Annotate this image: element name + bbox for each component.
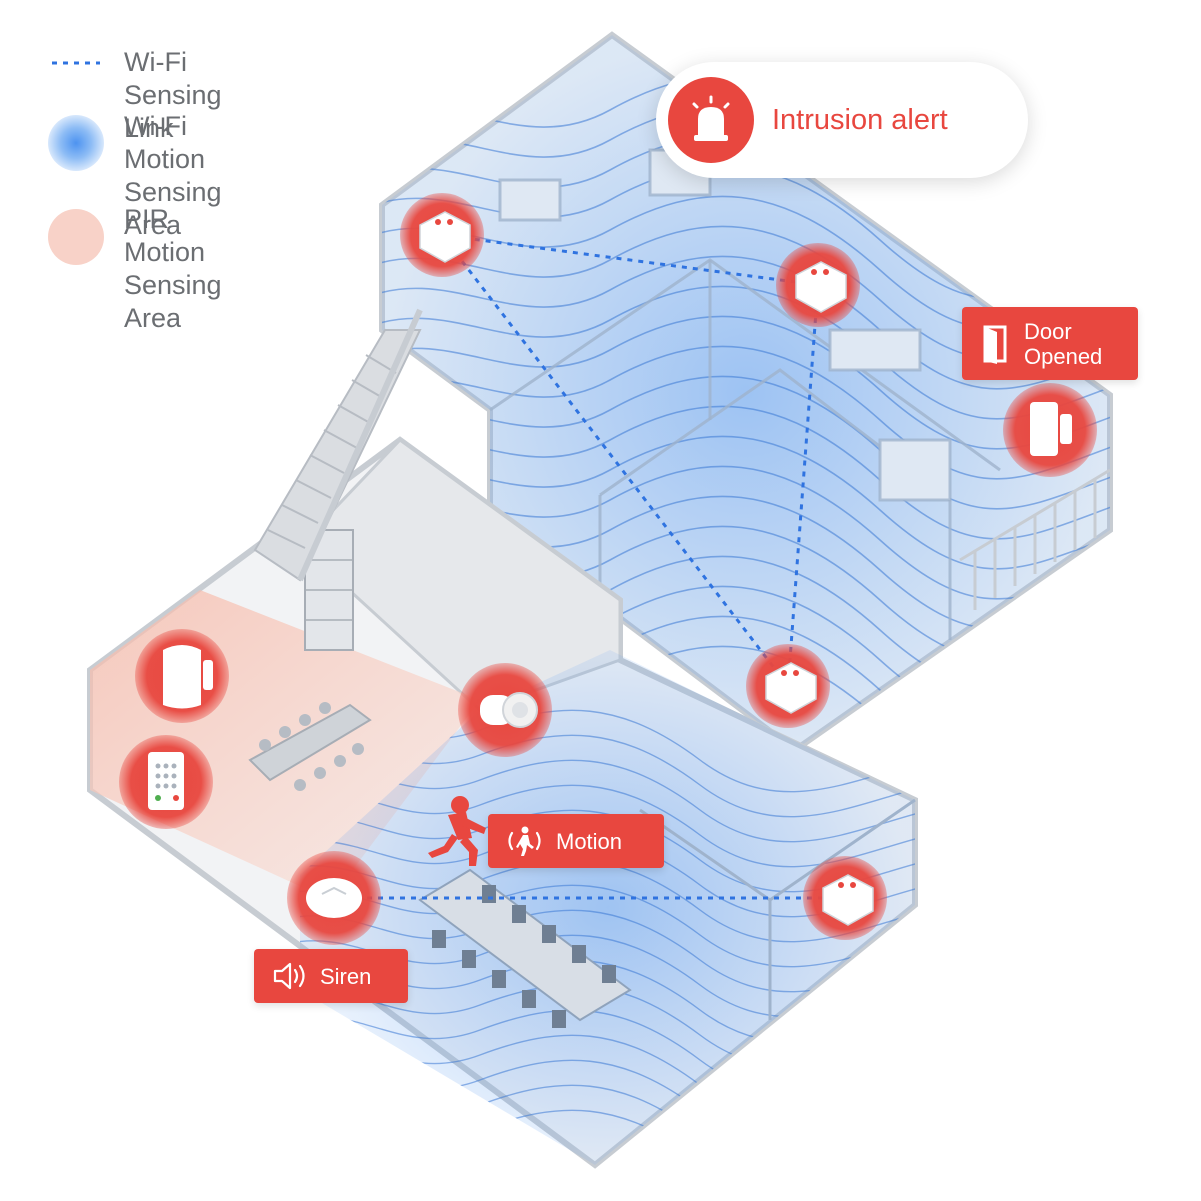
door-tag-line1: Door <box>1024 318 1072 344</box>
alert-icon-circle <box>668 77 754 163</box>
siren-light-icon <box>692 95 730 141</box>
door-icon <box>983 325 1007 364</box>
intrusion-alert-label: Intrusion alert <box>772 103 948 136</box>
legend-symbols <box>48 61 104 265</box>
wifi-plug-sensor-4 <box>803 856 887 940</box>
siren-device <box>287 851 381 945</box>
wifi-plug-sensor-1 <box>400 193 484 277</box>
intruder-figure <box>428 796 486 866</box>
legend-wifi-swatch <box>48 115 104 171</box>
legend-pir-swatch <box>48 209 104 265</box>
legend-link-row: Wi-Fi Sensing Link <box>124 46 222 145</box>
keypad-sensor <box>119 735 213 829</box>
staircase <box>253 308 423 582</box>
speaker-icon <box>273 962 305 990</box>
motion-tag-label: Motion <box>556 828 623 854</box>
siren-tag-label: Siren <box>320 963 372 989</box>
legend-link-label: Wi-Fi Sensing Link <box>124 47 222 143</box>
hub-sensor <box>135 629 229 723</box>
door-contact-sensor-upper <box>1003 383 1097 477</box>
wifi-sensing-links <box>334 233 845 900</box>
legend-pir-label-line2: Sensing Area <box>124 270 222 333</box>
door-tag-line2: Opened <box>1024 343 1103 369</box>
siren-tag: Siren <box>254 949 408 1003</box>
camera-sensor <box>458 663 552 757</box>
walking-person-icon <box>508 826 541 856</box>
wifi-plug-sensor-3 <box>746 644 830 728</box>
legend-wifi-label-line1: Wi-Fi Motion <box>124 111 206 174</box>
intrusion-alert-banner: Intrusion alert <box>656 62 1028 178</box>
legend-pir-row: PIR Motion Sensing Area <box>124 203 222 335</box>
motion-tag: Motion <box>488 814 664 868</box>
wifi-plug-sensor-2 <box>776 243 860 327</box>
door-opened-tag: Door Opened <box>962 307 1138 380</box>
legend-wifi-label-line2: Sensing Area <box>124 177 222 240</box>
legend-wifi-row: Wi-Fi Motion Sensing Area <box>124 110 222 242</box>
legend-pir-label-line1: PIR Motion <box>124 204 206 267</box>
